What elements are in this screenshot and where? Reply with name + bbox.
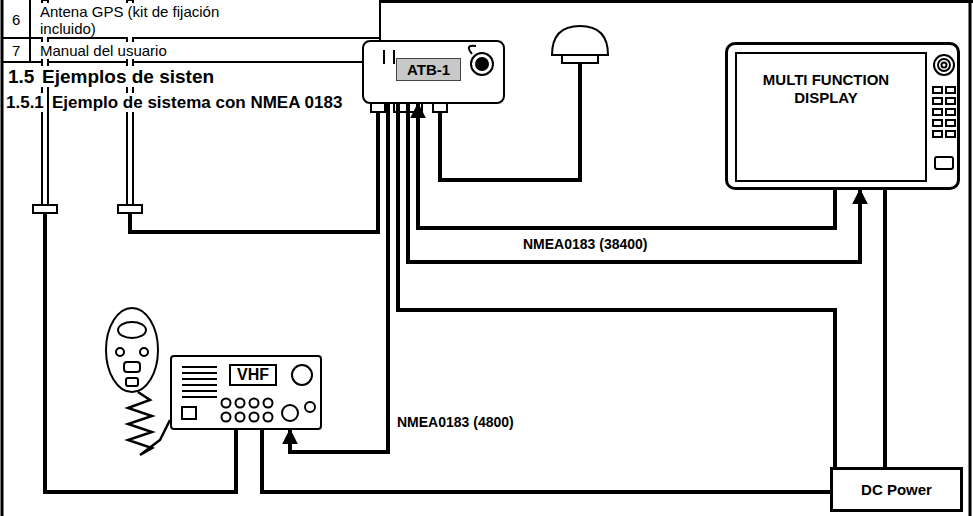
cable [883,190,887,467]
section-heading: Ejemplos de sisten [40,66,216,87]
node-label: MULTI FUNCTION DISPLAY [748,71,904,107]
power-box: DC Power [830,467,963,512]
section-number: 1.5.1 [4,93,46,112]
device-detail [728,45,957,187]
table-cell: 6 [10,11,22,28]
junction-box: ATB-1 [362,40,505,104]
gps-antenna [552,26,608,63]
page-frame [380,0,973,3]
page-frame [1,0,4,516]
antenna-cable [45,63,580,492]
section-heading: Ejemplo de sistema con NMEA 0183 [50,93,344,112]
node-label: ATB-1 [396,58,461,81]
node-label: DC Power [833,481,960,498]
table-rule [2,37,380,39]
signal-name: NMEA0183 (38400) [520,236,651,252]
signal-name: NMEA0183 (4800) [394,414,517,430]
microphone [106,308,170,455]
cable [262,430,830,492]
table-cell: Manual del usuario [38,42,169,59]
display-unit: MULTI FUNCTION DISPLAY [725,42,960,190]
page-frame [969,0,972,516]
table-cell: Antena GPS (kit de fijación incluido) [38,3,257,37]
section-number: 1.5 [6,66,36,87]
table-rule [29,0,31,62]
table-rule [2,61,380,63]
table-cell: 7 [10,42,22,59]
vhf-radio: VHF [170,355,322,430]
node-label: VHF [229,364,277,386]
